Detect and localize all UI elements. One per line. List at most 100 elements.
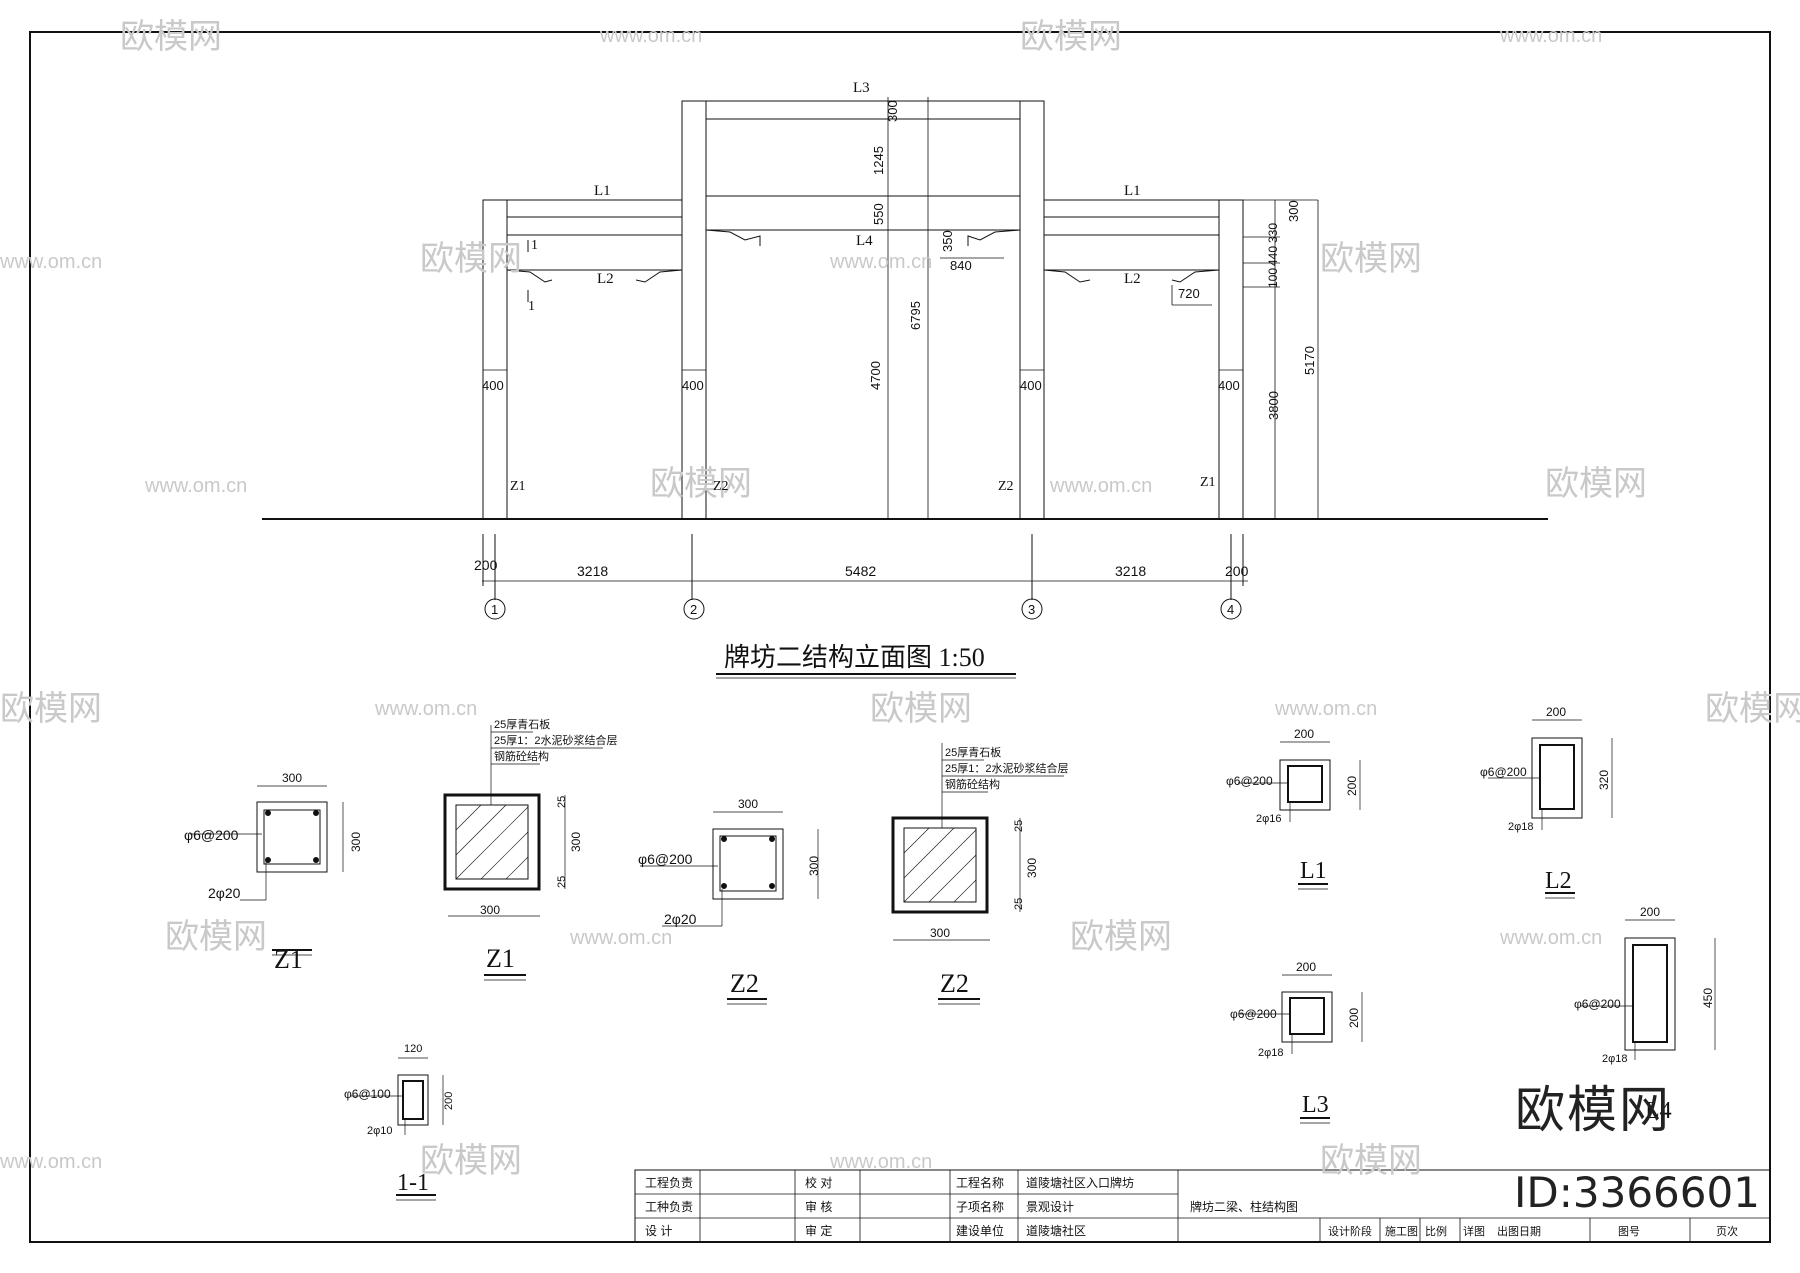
watermark-url: www.om.cn (0, 1151, 102, 1173)
column-z1-right (1218, 199, 1244, 520)
svg-text:校 对: 校 对 (805, 1175, 832, 1190)
dim-550: 550 (871, 203, 886, 225)
elevation-labels: L3 L1 L1 L4 L2 L2 1 1 Z1 Z2 Z2 Z1 400 40… (474, 80, 1317, 672)
column-label-z2-left: Z2 (713, 479, 729, 494)
watermark-brand: 欧模网 (120, 18, 222, 56)
dim-cover: 25 (1013, 820, 1025, 832)
section-z2 (640, 811, 819, 1005)
column-width: 400 (482, 378, 504, 393)
svg-text:页次: 页次 (1716, 1224, 1738, 1238)
beam-label-l1-left: L1 (594, 183, 611, 199)
watermark-url: www.om.cn (374, 698, 477, 720)
dim-width: 200 (1546, 705, 1566, 719)
watermark-url: www.om.cn (569, 927, 672, 949)
spacing-dim: 3218 (577, 563, 608, 579)
dim-cover: 25 (1013, 898, 1025, 910)
watermark-brand: 欧模网 (1320, 240, 1422, 278)
section-l4 (1580, 919, 1716, 1060)
section-mark: 1 (528, 299, 535, 314)
spacing-dim: 200 (474, 557, 498, 573)
section-z2-clad (891, 743, 1064, 1005)
watermark-url: www.om.cn (599, 25, 702, 47)
dim-width: 120 (404, 1043, 422, 1055)
column-z2-left (681, 100, 707, 520)
dim-350: 350 (940, 230, 955, 252)
svg-text:审 定: 审 定 (805, 1223, 832, 1238)
section-z1 (190, 785, 344, 956)
dim-width: 200 (1640, 905, 1660, 919)
dim-height: 300 (1025, 858, 1039, 878)
dim-330: 330 (1266, 223, 1280, 243)
dim-height: 200 (1345, 776, 1359, 796)
layer-note: 25厚1：2水泥砂浆结合层 (494, 733, 617, 747)
section-title-l4: L4 (1645, 1098, 1672, 1124)
dim-height: 300 (569, 832, 583, 852)
beam-label-l1-right: L1 (1124, 183, 1141, 199)
dim-height: 300 (807, 856, 821, 876)
watermark-logo: 欧模网 (1515, 1081, 1671, 1139)
watermark-brand: 欧模网 (1070, 918, 1172, 956)
stirrup-spec: φ6@200 (1226, 774, 1273, 788)
watermark-layer: 欧模网 欧模网 www.om.cn www.om.cn www.om.cn 欧模… (0, 18, 1800, 1180)
dim-cover: 25 (556, 796, 568, 808)
axis-label: 1 (491, 602, 498, 617)
dim-height: 320 (1597, 770, 1611, 790)
dim-300-right: 300 (1286, 200, 1301, 222)
watermark-brand: 欧模网 (1545, 465, 1647, 503)
svg-text:景观设计: 景观设计 (1026, 1200, 1074, 1214)
section-title-l1: L1 (1300, 858, 1327, 884)
spacing-dim: 3218 (1115, 563, 1146, 579)
column-z2-right (1019, 100, 1045, 520)
svg-text:建设单位: 建设单位 (956, 1223, 1004, 1238)
drawing-title: 牌坊二结构立面图 1:50 (724, 643, 985, 672)
svg-text:比例: 比例 (1425, 1224, 1447, 1238)
beam-label-l4: L4 (856, 233, 873, 249)
section-l2 (1488, 719, 1613, 899)
dim-width: 200 (1294, 727, 1314, 741)
section-z1-clad (443, 725, 603, 981)
watermark-brand: 欧模网 (1020, 18, 1122, 56)
svg-text:施工图: 施工图 (1385, 1225, 1418, 1238)
dim-height: 200 (443, 1092, 455, 1110)
section-title-1-1: 1-1 (397, 1170, 429, 1196)
sheet-border (29, 31, 1771, 1243)
dim-100: 100 (1266, 268, 1280, 288)
column-label-z2-right: Z2 (998, 479, 1014, 494)
layer-note: 25厚青石板 (945, 745, 1001, 759)
watermark-url: www.om.cn (829, 251, 932, 273)
watermark-brand: 欧模网 (1320, 1142, 1422, 1180)
dim-3800: 3800 (1266, 391, 1281, 420)
svg-text:图号: 图号 (1618, 1225, 1640, 1238)
section-title-z1-clad: Z1 (486, 944, 515, 973)
beam-label-l2-left: L2 (597, 271, 614, 287)
dim-1245: 1245 (871, 146, 886, 175)
spacing-dim: 200 (1225, 563, 1249, 579)
svg-text:出图日期: 出图日期 (1497, 1224, 1541, 1238)
section-1-1 (350, 1057, 444, 1201)
section-labels: 300 300 φ6@200 2φ20 Z1 25厚青石板 25厚1：2水泥砂浆… (184, 705, 1715, 1196)
bar-spec: 2φ10 (367, 1125, 393, 1137)
svg-text:工种负责: 工种负责 (645, 1200, 693, 1214)
dim-720: 720 (1178, 286, 1200, 301)
bar-spec: 2φ20 (664, 911, 697, 927)
sheet-title: 牌坊二梁、柱结构图 (1190, 1199, 1298, 1214)
axis-label: 2 (690, 602, 697, 617)
watermark-url: www.om.cn (1274, 698, 1377, 720)
stirrup-spec: φ6@200 (184, 827, 239, 843)
stirrup-spec: φ6@200 (1480, 765, 1527, 779)
layer-note: 钢筋砼结构 (945, 777, 1000, 791)
watermark-url: www.om.cn (829, 1151, 932, 1173)
axis-label: 4 (1227, 602, 1234, 617)
watermark-url: www.om.cn (0, 251, 102, 273)
elevation-view (262, 97, 1548, 679)
dim-5170: 5170 (1302, 346, 1317, 375)
svg-text:详图: 详图 (1463, 1224, 1485, 1238)
watermark-brand: 欧模网 (650, 465, 752, 503)
beam-label-l2-right: L2 (1124, 271, 1141, 287)
section-l3 (1240, 974, 1363, 1124)
column-z1-left (482, 199, 508, 520)
dim-440: 440 (1266, 246, 1280, 266)
column-label-z1-right: Z1 (1200, 475, 1216, 490)
stirrup-spec: φ6@100 (344, 1087, 391, 1101)
